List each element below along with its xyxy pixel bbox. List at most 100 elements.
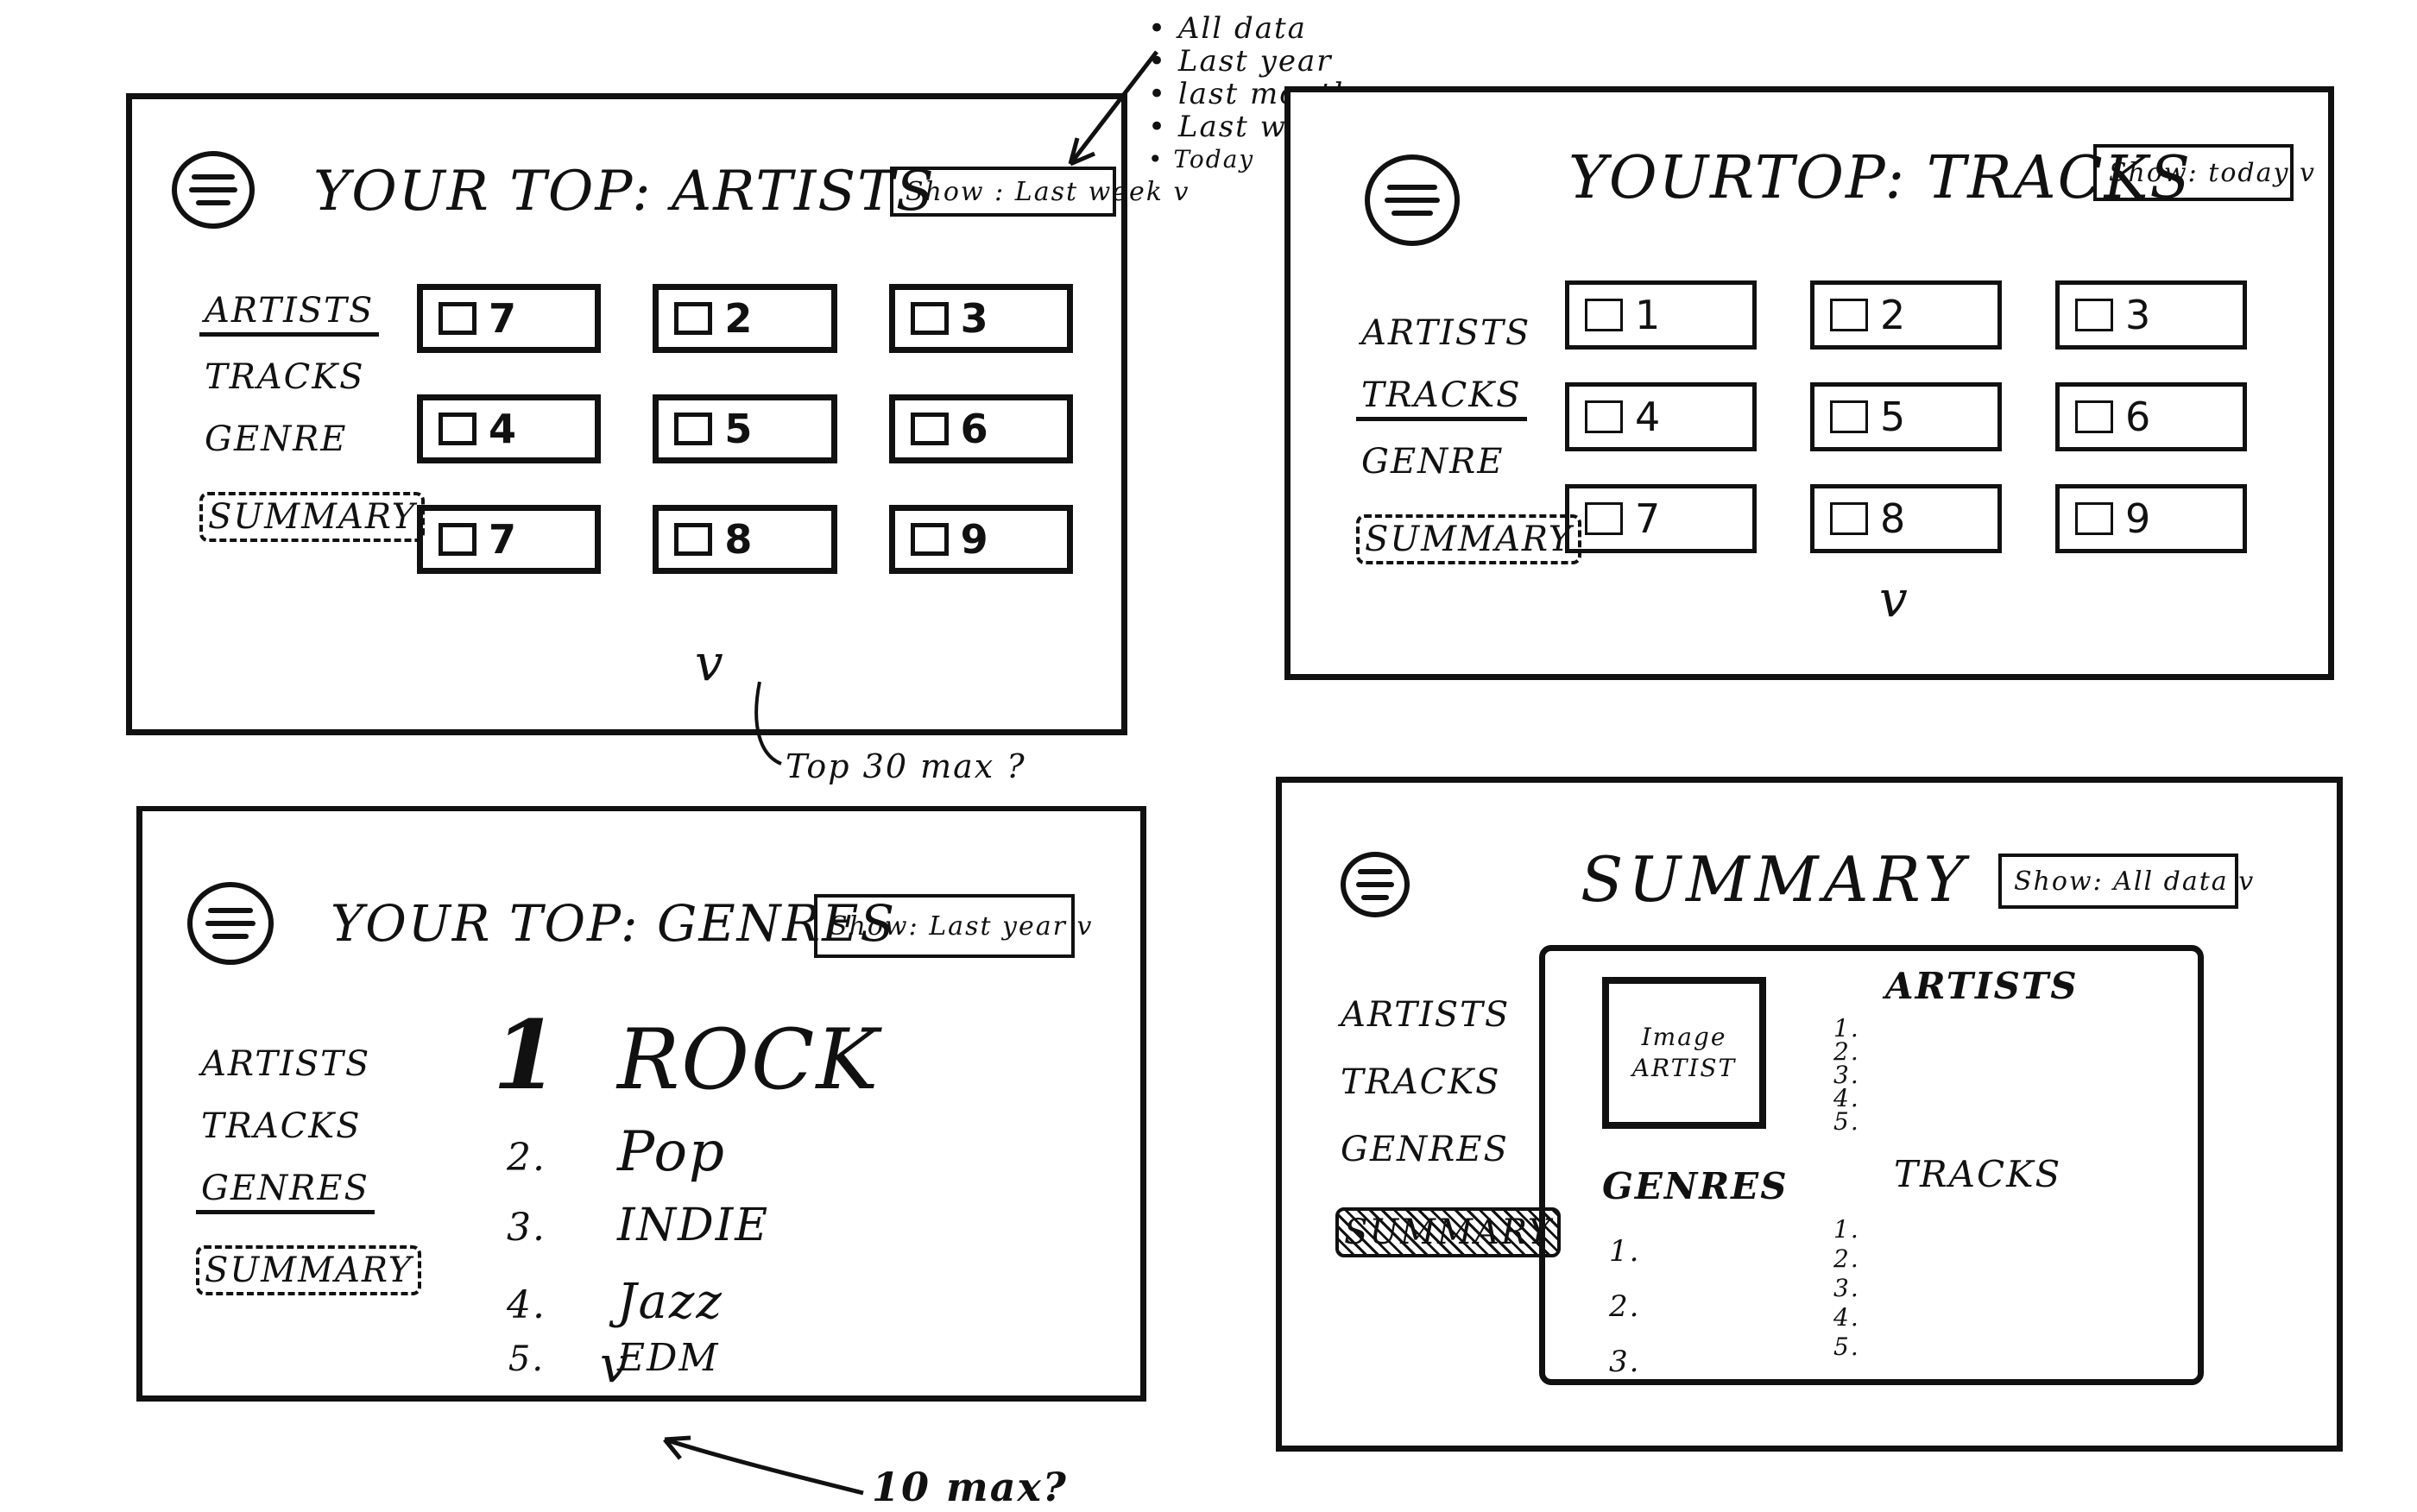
genres-max-note: 10 max? bbox=[872, 1464, 1068, 1510]
genre-row-top[interactable]: 1 ROCK bbox=[488, 999, 880, 1120]
nav-artists[interactable]: ARTISTS bbox=[199, 289, 380, 337]
artist-tile[interactable]: 6 bbox=[888, 394, 1073, 463]
track-tile[interactable]: 9 bbox=[2055, 484, 2247, 553]
artist-tile[interactable]: 4 bbox=[417, 394, 602, 463]
nav-tracks[interactable]: TRACKS bbox=[1341, 1062, 1501, 1102]
list-item: 2. bbox=[1833, 1037, 1860, 1066]
summary-card: Image ARTIST ARTISTS 1. 2. 3. 4. 5. GENR… bbox=[1539, 945, 2204, 1385]
nav-genre[interactable]: GENRE bbox=[205, 419, 348, 459]
nav-summary[interactable]: SUMMARY bbox=[199, 492, 426, 542]
genre-rank: 5. bbox=[508, 1339, 546, 1379]
nav-tracks[interactable]: TRACKS bbox=[205, 357, 365, 397]
app-logo-icon bbox=[172, 151, 255, 229]
app-logo-icon bbox=[187, 882, 274, 965]
list-item: 4. bbox=[1833, 1084, 1860, 1112]
top-artist-image-placeholder[interactable]: Image ARTIST bbox=[1602, 977, 1766, 1129]
track-tile[interactable]: 2 bbox=[1810, 280, 2002, 350]
list-item: 1. bbox=[1833, 1215, 1860, 1244]
genre-name: Pop bbox=[617, 1120, 726, 1184]
artist-tile[interactable]: 8 bbox=[653, 505, 837, 574]
genre-row[interactable]: 3. INDIE bbox=[488, 1200, 880, 1274]
artist-tiles-grid: 7 2 3 4 5 6 7 8 9 bbox=[417, 284, 1073, 574]
show-period-select[interactable]: Show : Last week v bbox=[890, 167, 1188, 217]
nav-genres[interactable]: GENRES bbox=[1341, 1130, 1509, 1169]
summary-panel: SUMMARY Show: All data v ARTISTS TRACKS … bbox=[1276, 777, 2343, 1452]
nav-genres[interactable]: GENRES bbox=[196, 1167, 375, 1214]
artist-image-placeholder bbox=[910, 302, 949, 335]
list-item: 1. bbox=[1609, 1234, 1641, 1269]
nav-summary[interactable]: SUMMARY bbox=[1356, 514, 1582, 564]
list-item: 2. bbox=[1833, 1244, 1860, 1273]
track-image-placeholder bbox=[2075, 299, 2113, 331]
genre-rank: 1 bbox=[492, 999, 561, 1111]
track-image-placeholder bbox=[1585, 400, 1623, 433]
track-tile[interactable]: 5 bbox=[1810, 382, 2002, 451]
side-nav: ARTISTS TRACKS GENRE SUMMARY bbox=[1356, 312, 1582, 564]
artist-image-placeholder bbox=[439, 523, 476, 556]
track-tiles-grid: 1 2 3 4 5 6 7 8 9 bbox=[1565, 280, 2247, 553]
load-more-chevron-icon[interactable]: v bbox=[695, 633, 725, 692]
artist-image-placeholder bbox=[910, 523, 949, 556]
load-more-chevron-icon[interactable]: v bbox=[1879, 570, 1909, 628]
genre-ranking-list: 1 ROCK 2. Pop 3. INDIE 4. Jazz 5. EDM bbox=[488, 999, 880, 1388]
list-item: 1. bbox=[1833, 1014, 1860, 1043]
list-item: 3. bbox=[1833, 1274, 1860, 1302]
track-tile[interactable]: 1 bbox=[1565, 280, 1757, 350]
track-tile[interactable]: 3 bbox=[2055, 280, 2247, 350]
artist-tile[interactable]: 7 bbox=[417, 284, 602, 353]
artist-tile[interactable]: 7 bbox=[417, 505, 602, 574]
track-tile[interactable]: 6 bbox=[2055, 382, 2247, 451]
list-item: 5. bbox=[1833, 1107, 1860, 1136]
side-nav: ARTISTS TRACKS GENRE SUMMARY bbox=[199, 289, 426, 542]
track-image-placeholder bbox=[2075, 400, 2113, 433]
list-item: 4. bbox=[1833, 1303, 1860, 1332]
artist-tile[interactable]: 2 bbox=[653, 284, 837, 353]
artist-image-placeholder bbox=[674, 413, 713, 445]
artist-image-placeholder bbox=[910, 413, 949, 445]
nav-genre[interactable]: GENRE bbox=[1361, 442, 1505, 482]
nav-artists[interactable]: ARTISTS bbox=[201, 1044, 371, 1084]
track-image-placeholder bbox=[1585, 299, 1623, 331]
show-period-select[interactable]: Show: All data v bbox=[1998, 854, 2253, 909]
load-more-chevron-icon[interactable]: v bbox=[600, 1335, 630, 1394]
page-title: YOUR TOP: ARTISTS bbox=[313, 160, 936, 224]
nav-tracks[interactable]: TRACKS bbox=[1356, 374, 1527, 421]
show-period-select[interactable]: Show: today v bbox=[2093, 144, 2314, 201]
track-tile[interactable]: 8 bbox=[1810, 484, 2002, 553]
summary-tracks-list: 1. 2. 3. 4. 5. bbox=[1833, 1215, 1860, 1362]
list-item: 2. bbox=[1609, 1289, 1641, 1324]
genre-name: ROCK bbox=[617, 1011, 880, 1108]
artists-max-note: Top 30 max ? bbox=[786, 747, 1026, 785]
genre-row[interactable]: 4. Jazz bbox=[488, 1274, 880, 1336]
track-tile[interactable]: 7 bbox=[1565, 484, 1757, 553]
list-item: 5. bbox=[1833, 1332, 1860, 1361]
artists-panel: YOUR TOP: ARTISTS Show : Last week v ART… bbox=[126, 93, 1188, 735]
summary-artists-heading: ARTISTS bbox=[1885, 965, 2079, 1007]
page-title: YOURTOP: TRACKS bbox=[1568, 144, 2192, 212]
track-image-placeholder bbox=[1585, 502, 1623, 535]
artist-tile[interactable]: 9 bbox=[888, 505, 1073, 574]
genre-name: Jazz bbox=[617, 1274, 723, 1330]
tracks-panel: YOURTOP: TRACKS Show: today v ARTISTS TR… bbox=[1284, 86, 2334, 680]
artist-image-placeholder bbox=[674, 302, 713, 335]
side-nav: ARTISTS TRACKS GENRES SUMMARY bbox=[1335, 993, 1562, 1257]
track-image-placeholder bbox=[1830, 299, 1868, 331]
nav-artists[interactable]: ARTISTS bbox=[1341, 995, 1511, 1035]
artist-tile[interactable]: 3 bbox=[888, 284, 1073, 353]
track-tile[interactable]: 4 bbox=[1565, 382, 1757, 451]
nav-summary[interactable]: SUMMARY bbox=[196, 1245, 422, 1295]
summary-genres-heading: GENRES bbox=[1602, 1165, 1789, 1207]
nav-summary[interactable]: SUMMARY bbox=[1335, 1207, 1562, 1257]
artist-tile[interactable]: 5 bbox=[653, 394, 837, 463]
genre-row[interactable]: 2. Pop bbox=[488, 1120, 880, 1200]
genre-name: INDIE bbox=[617, 1200, 770, 1251]
page-title: YOUR TOP: GENRES bbox=[331, 894, 897, 953]
nav-tracks[interactable]: TRACKS bbox=[201, 1106, 362, 1146]
page-title: SUMMARY bbox=[1581, 843, 1970, 916]
nav-artists[interactable]: ARTISTS bbox=[1361, 313, 1531, 353]
track-image-placeholder bbox=[1830, 502, 1868, 535]
summary-tracks-heading: TRACKS bbox=[1894, 1153, 2062, 1195]
list-item: 3. bbox=[1833, 1061, 1860, 1089]
show-period-select[interactable]: Show: Last year v bbox=[814, 894, 1091, 958]
genre-row[interactable]: 5. EDM bbox=[488, 1336, 880, 1388]
